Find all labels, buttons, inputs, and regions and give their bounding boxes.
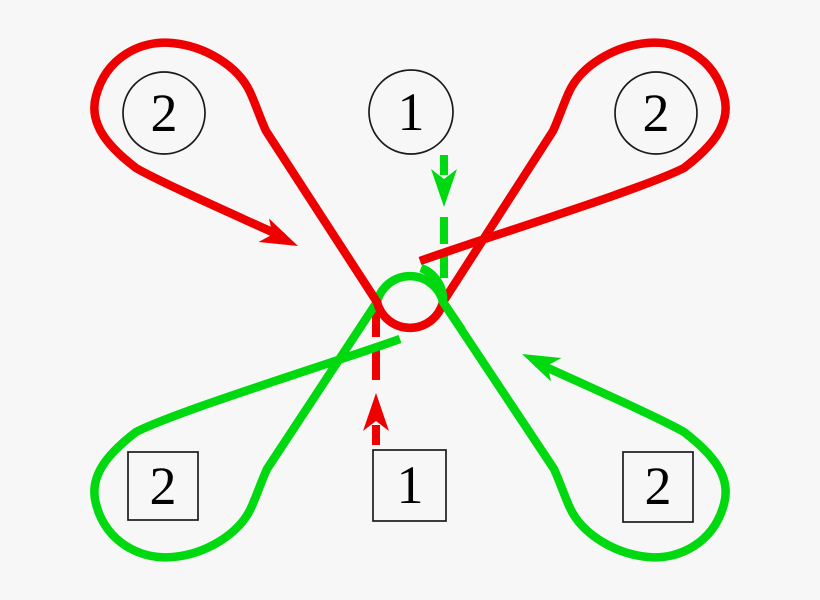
red-up-arrowhead-icon (363, 393, 389, 431)
bottom-nodes: 2 1 2 (127, 449, 694, 523)
node-bottom-left-square (127, 451, 199, 521)
node-bottom-left-label: 2 (150, 456, 177, 516)
red-strand-arrowhead-icon (258, 218, 298, 246)
green-strand-path (90, 272, 730, 562)
green-strand-arrowhead-icon (522, 354, 562, 382)
node-top-middle-circle (368, 69, 454, 155)
green-down-arrowhead-icon (431, 169, 457, 207)
red-dashed-arrow (363, 307, 389, 445)
top-nodes: 2 1 2 (122, 69, 698, 155)
node-top-right-label: 2 (643, 83, 670, 143)
node-top-right-circle (614, 71, 698, 155)
node-top-left-circle (122, 71, 206, 155)
red-strand-path (90, 38, 730, 332)
red-strand (90, 38, 730, 332)
node-top-left-label: 2 (151, 83, 178, 143)
node-bottom-middle-square (372, 449, 447, 522)
green-strand (90, 272, 730, 562)
green-overcrossing-patch (419, 264, 466, 333)
node-bottom-right-square (622, 451, 694, 523)
node-bottom-right-label: 2 (645, 456, 672, 516)
node-bottom-middle-label: 1 (397, 455, 424, 515)
node-top-middle-label: 1 (398, 82, 425, 142)
